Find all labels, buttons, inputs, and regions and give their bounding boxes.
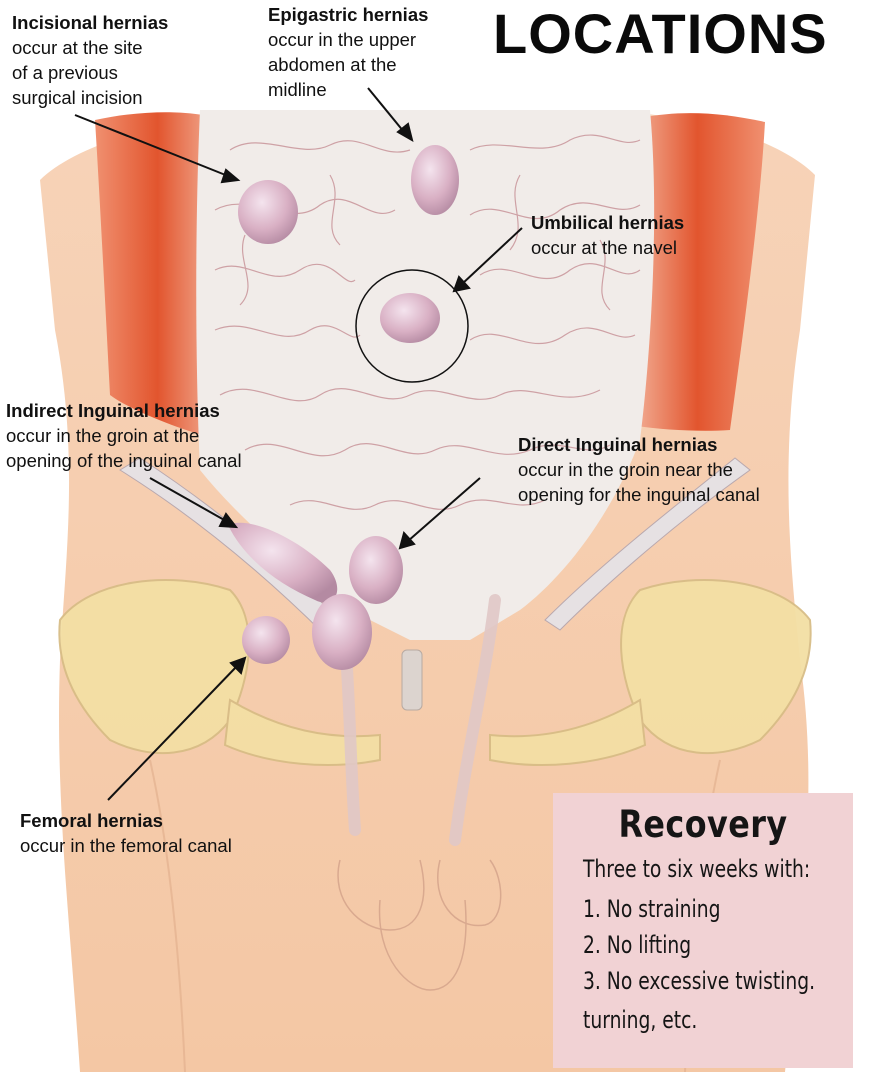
- recovery-box: Recovery Three to six weeks with: 1. No …: [553, 793, 853, 1068]
- label-indirect-inguinal: Indirect Inguinal hernias occur in the g…: [6, 398, 242, 473]
- recovery-item: 1. No straining: [583, 895, 720, 923]
- direct-inguinal-hernia: [349, 536, 403, 604]
- label-umbilical: Umbilical hernias occur at the navel: [531, 210, 684, 260]
- label-title: Direct Inguinal hernias: [518, 432, 760, 457]
- label-title: Epigastric hernias: [268, 2, 428, 27]
- label-desc: occur at the site of a previous surgical…: [12, 35, 168, 110]
- label-desc: occur in the femoral canal: [20, 833, 232, 858]
- indirect-inguinal-sac: [312, 594, 372, 670]
- recovery-title: Recovery: [574, 803, 832, 846]
- label-incisional: Incisional hernias occur at the site of …: [12, 10, 168, 110]
- recovery-item: turning, etc.: [583, 1006, 697, 1034]
- epigastric-hernia: [411, 145, 459, 215]
- page-title: LOCATIONS: [493, 2, 828, 66]
- label-direct-inguinal: Direct Inguinal hernias occur in the gro…: [518, 432, 760, 507]
- label-title: Femoral hernias: [20, 808, 232, 833]
- pubic-symphysis: [402, 650, 422, 710]
- recovery-intro: Three to six weeks with:: [583, 855, 810, 883]
- umbilical-hernia: [380, 293, 440, 343]
- label-epigastric: Epigastric hernias occur in the upper ab…: [268, 2, 428, 102]
- label-title: Incisional hernias: [12, 10, 168, 35]
- label-desc: occur in the groin at the opening of the…: [6, 423, 242, 473]
- recovery-item: 2. No lifting: [583, 931, 691, 959]
- label-desc: occur at the navel: [531, 235, 684, 260]
- label-title: Indirect Inguinal hernias: [6, 398, 242, 423]
- label-desc: occur in the groin near the opening for …: [518, 457, 760, 507]
- label-title: Umbilical hernias: [531, 210, 684, 235]
- label-femoral: Femoral hernias occur in the femoral can…: [20, 808, 232, 858]
- femoral-hernia: [242, 616, 290, 664]
- recovery-item: 3. No excessive twisting.: [583, 967, 815, 995]
- incisional-hernia: [238, 180, 298, 244]
- label-desc: occur in the upper abdomen at the midlin…: [268, 27, 428, 102]
